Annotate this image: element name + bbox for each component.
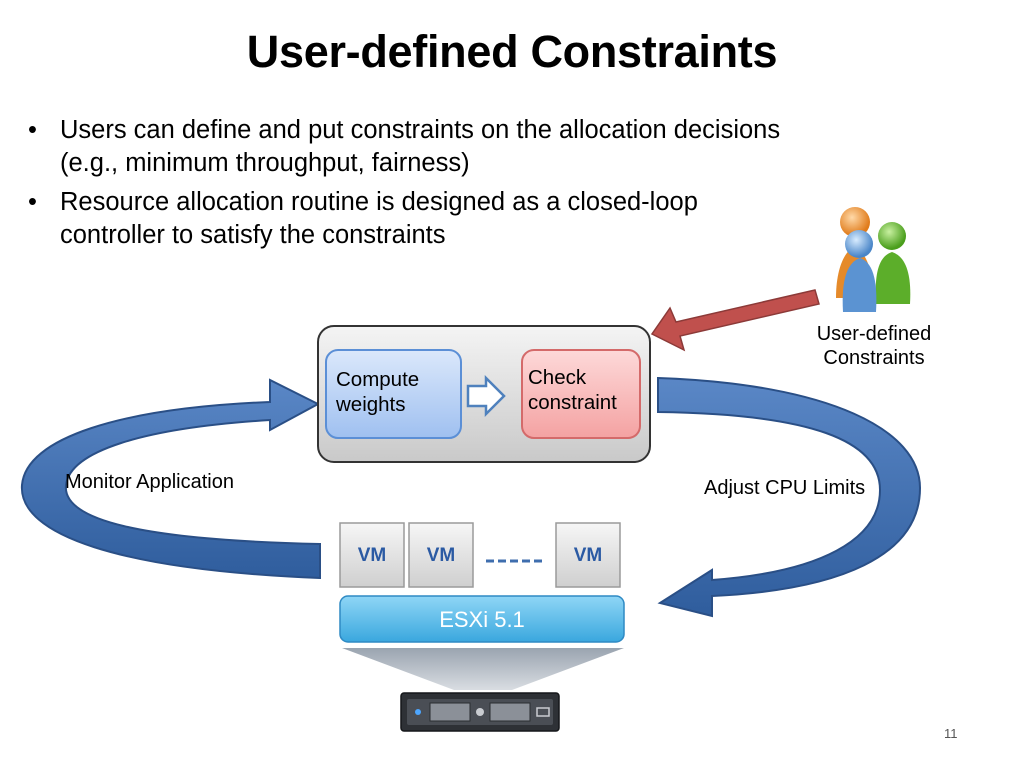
flow-arrow-icon xyxy=(466,374,506,418)
user-label-line: Constraints xyxy=(823,347,925,369)
bullet-text: Resource allocation routine is designed … xyxy=(60,188,698,249)
bullet-text: Users can define and put constraints on … xyxy=(60,116,781,177)
slide-number: 11 xyxy=(944,726,958,741)
slide-title: User-defined Constraints xyxy=(246,26,778,77)
check-line: Check xyxy=(528,366,587,389)
bullet-item: • Resource allocation routine is designe… xyxy=(28,186,798,252)
vm-label: VM xyxy=(358,545,387,566)
bullet-item: • Users can define and put constraints o… xyxy=(28,114,798,180)
check-line: constraint xyxy=(528,391,617,414)
compute-line: weights xyxy=(336,393,406,416)
bullet-marker: • xyxy=(28,116,37,144)
vm-box xyxy=(408,522,474,588)
user-label-line: User-defined xyxy=(816,323,932,345)
adjust-loop-arrow xyxy=(657,376,922,618)
user-constraints-label: User-defined Constraints xyxy=(786,322,962,370)
vm-box xyxy=(339,522,405,588)
server-icon xyxy=(400,692,560,732)
compute-weights-box xyxy=(325,349,462,439)
esxi-bar xyxy=(339,595,625,643)
vm-box xyxy=(555,522,621,588)
bullet-list: • Users can define and put constraints o… xyxy=(28,114,798,258)
check-constraint-text: Check constraint xyxy=(528,365,617,415)
monitor-application-label: Monitor Application xyxy=(65,471,234,493)
check-constraint-box xyxy=(521,349,641,439)
compute-line: Compute xyxy=(336,368,420,391)
adjust-cpu-limits-label: Adjust CPU Limits xyxy=(704,477,866,499)
user-input-arrow xyxy=(650,289,820,352)
users-icon xyxy=(836,207,911,312)
esxi-label: ESXi 5.1 xyxy=(439,607,525,632)
vm-label: VM xyxy=(427,545,456,566)
funnel-shape xyxy=(342,648,624,690)
vm-label: VM xyxy=(574,545,603,566)
monitor-loop-arrow xyxy=(20,378,321,580)
bullet-marker: • xyxy=(28,188,37,216)
compute-weights-text: Compute weights xyxy=(336,367,419,417)
